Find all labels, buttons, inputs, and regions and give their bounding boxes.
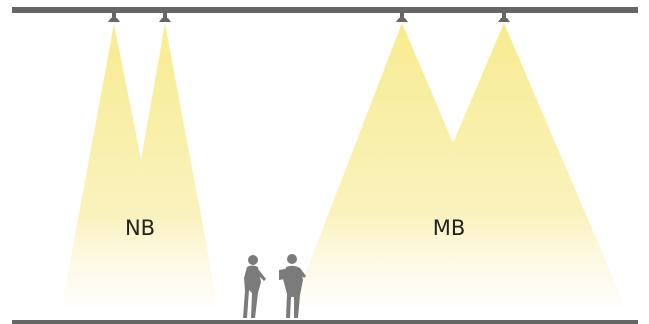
nb-label: NB [125, 216, 155, 240]
mb-label: MB [433, 216, 466, 240]
fixture-icon-1 [108, 13, 120, 22]
floor-line [12, 320, 638, 324]
fixture-icon-2 [159, 13, 171, 22]
fixture-icon-3 [396, 13, 408, 22]
fixture-icon-4 [498, 13, 510, 22]
mb-beam-left [293, 23, 454, 306]
person-icon-left [243, 255, 266, 318]
person-icon-right [279, 254, 306, 318]
nb-beam-right [116, 24, 218, 306]
ceiling-rail [12, 7, 638, 13]
nb-beam-left [62, 24, 141, 306]
mb-beam-right [453, 23, 625, 306]
